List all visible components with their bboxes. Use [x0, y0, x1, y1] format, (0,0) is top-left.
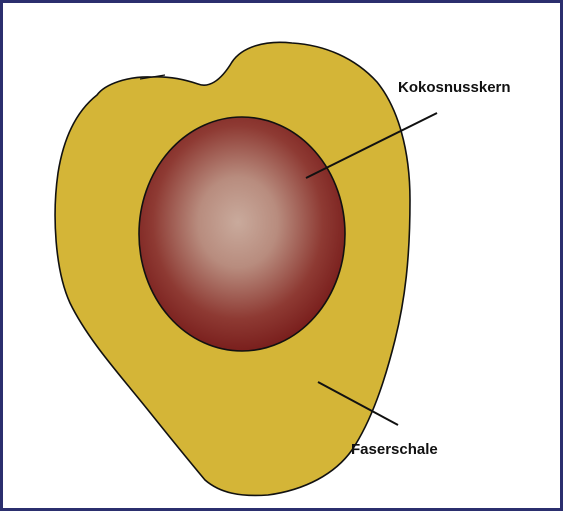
- husk-label: Faserschale: [351, 441, 438, 458]
- kernel-label: Kokosnusskern: [398, 79, 511, 96]
- kernel-shape: [139, 117, 345, 351]
